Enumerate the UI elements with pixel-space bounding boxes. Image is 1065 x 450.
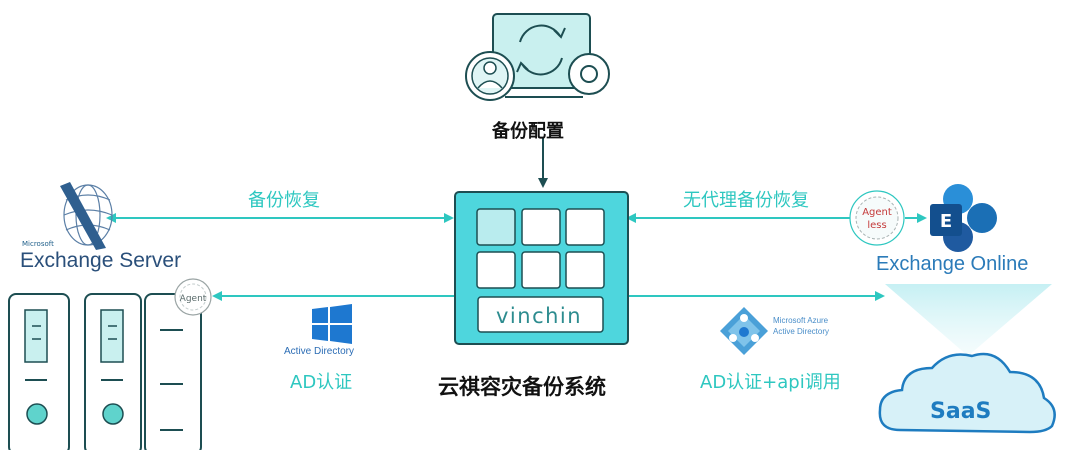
backup-restore-label: 备份恢复: [248, 190, 320, 211]
saas-cloud-icon: [878, 352, 1056, 434]
microsoft-brand-label: Microsoft: [22, 240, 54, 248]
agentless-badge-line1: Agent: [862, 207, 892, 218]
agentless-restore-label: 无代理备份恢复: [683, 190, 809, 211]
azure-caption-line2: Active Directory: [773, 327, 830, 336]
azure-caption-line1: Microsoft Azure: [773, 316, 829, 325]
ad-auth-label: AD认证: [290, 372, 353, 393]
exchange-server-logo-icon: [60, 182, 113, 250]
saas-beam: [885, 284, 1052, 356]
azure-ad-icon: [720, 307, 768, 355]
backup-config-icon: [465, 13, 610, 101]
windows-logo-icon: [312, 304, 352, 344]
agent-badge-text: Agent: [180, 294, 207, 304]
ad-api-auth-label: AD认证+api调用: [700, 372, 841, 393]
exchange-online-icon: E: [930, 184, 997, 252]
vinchin-label-box: [477, 296, 604, 333]
backup-config-label: 备份配置: [492, 121, 564, 142]
backup-system-box: [454, 191, 629, 345]
agentless-badge-line2: less: [867, 220, 886, 231]
exchange-server-label: Exchange Server: [20, 249, 182, 272]
saas-label: SaaS: [930, 399, 992, 424]
vinchin-logo-text: vinchin: [496, 304, 583, 328]
exchange-online-label: Exchange Online: [876, 253, 1029, 275]
active-directory-caption: Active Directory: [284, 346, 355, 357]
on-prem-servers: [8, 293, 202, 450]
backup-system-title: 云祺容灾备份系统: [438, 375, 606, 399]
exchange-online-letter: E: [940, 211, 952, 232]
